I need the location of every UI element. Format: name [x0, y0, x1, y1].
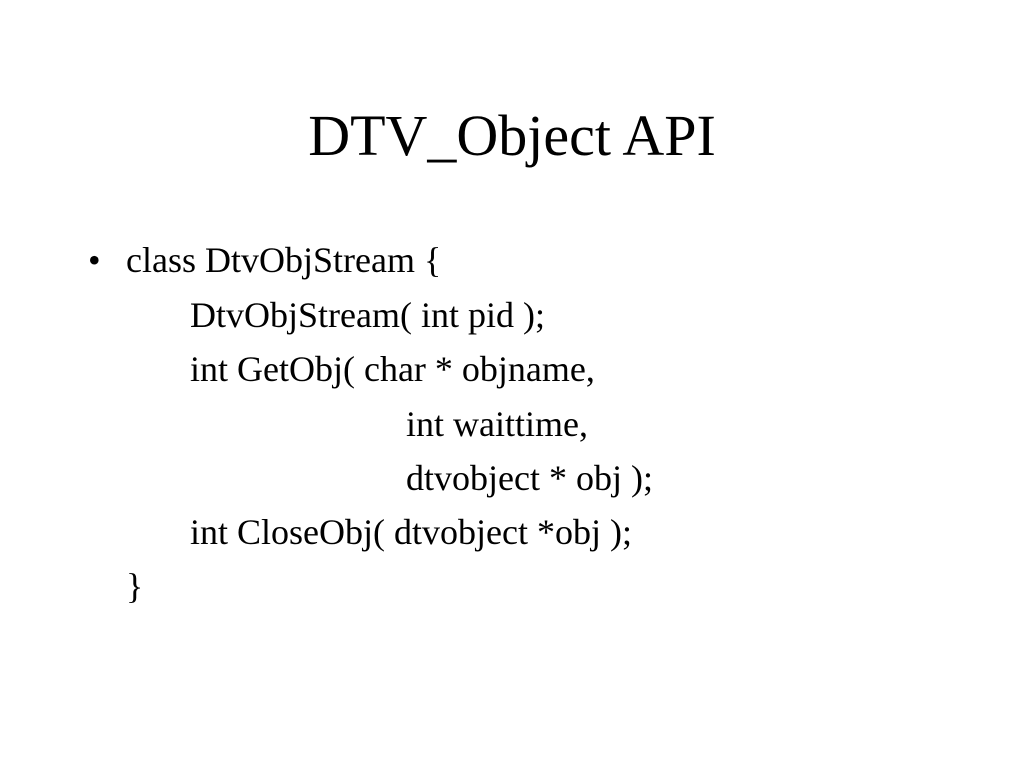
- code-line-getobj-param-obj: dtvobject * obj );: [406, 458, 653, 498]
- bullet-marker: •: [88, 240, 101, 280]
- slide-title: DTV_Object API: [308, 103, 716, 168]
- code-line-closeobj: int CloseObj( dtvobject *obj );: [190, 512, 632, 552]
- code-line-getobj-param-waittime: int waittime,: [406, 404, 588, 444]
- code-line-closing-brace: }: [126, 566, 144, 606]
- code-line-constructor: DtvObjStream( int pid );: [190, 295, 545, 335]
- code-line-getobj-signature: int GetObj( char * objname,: [190, 349, 595, 389]
- code-line-class-declaration: class DtvObjStream {: [126, 240, 442, 280]
